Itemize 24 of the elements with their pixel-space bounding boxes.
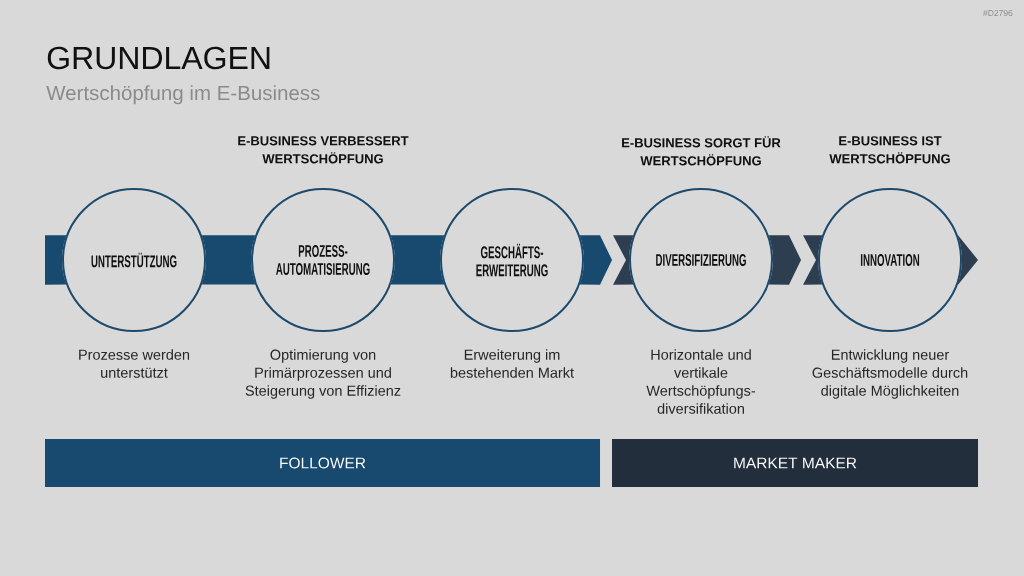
subtitle: Wertschöpfung im E-Business (46, 85, 320, 105)
arrow-band (201, 235, 256, 285)
description-text: Horizontale und vertikale Wertschöpfungs- diversifikation (646, 349, 756, 414)
heading: E-BUSINESS VERBESSERT WERTSCHÖPFUNG (238, 136, 409, 164)
circle-node: GESCHÄFTS- ERWEITERUNG (440, 188, 584, 332)
chevron-arrow (768, 235, 823, 285)
circle-node: INNOVATION (818, 188, 962, 332)
title: GRUNDLAGEN (47, 46, 270, 70)
heading: E-BUSINESS SORGT FÜR WERTSCHÖPFUNG (622, 136, 781, 166)
chevron-arrow (579, 235, 634, 285)
document-code: #D2796 (983, 10, 1013, 16)
arrow-band (45, 235, 67, 285)
arrow-band (390, 235, 445, 285)
description-text: Prozesse werden unterstützt (79, 349, 190, 378)
description-text: Optimierung von Primärprozessen und Steigerung von Effizienz (245, 349, 401, 399)
category-bar: MARKET MAKER (612, 439, 978, 487)
circle-node: PROZESS- AUTOMATISIERUNG (251, 188, 395, 332)
heading: E-BUSINESS IST WERTSCHÖPFUNG (829, 136, 950, 164)
circle-node: DIVERSIFIZIERUNG (629, 188, 773, 332)
chevron-arrow (957, 235, 978, 285)
description-text: Entwicklung neuer Geschäftsmodelle durch digitale Möglichkeiten (812, 349, 968, 399)
circle-node: UNTERSTÜTZUNG (62, 188, 206, 332)
category-bar: FOLLOWER (45, 439, 600, 487)
description-text: Erweiterung im bestehenden Markt (450, 349, 574, 378)
